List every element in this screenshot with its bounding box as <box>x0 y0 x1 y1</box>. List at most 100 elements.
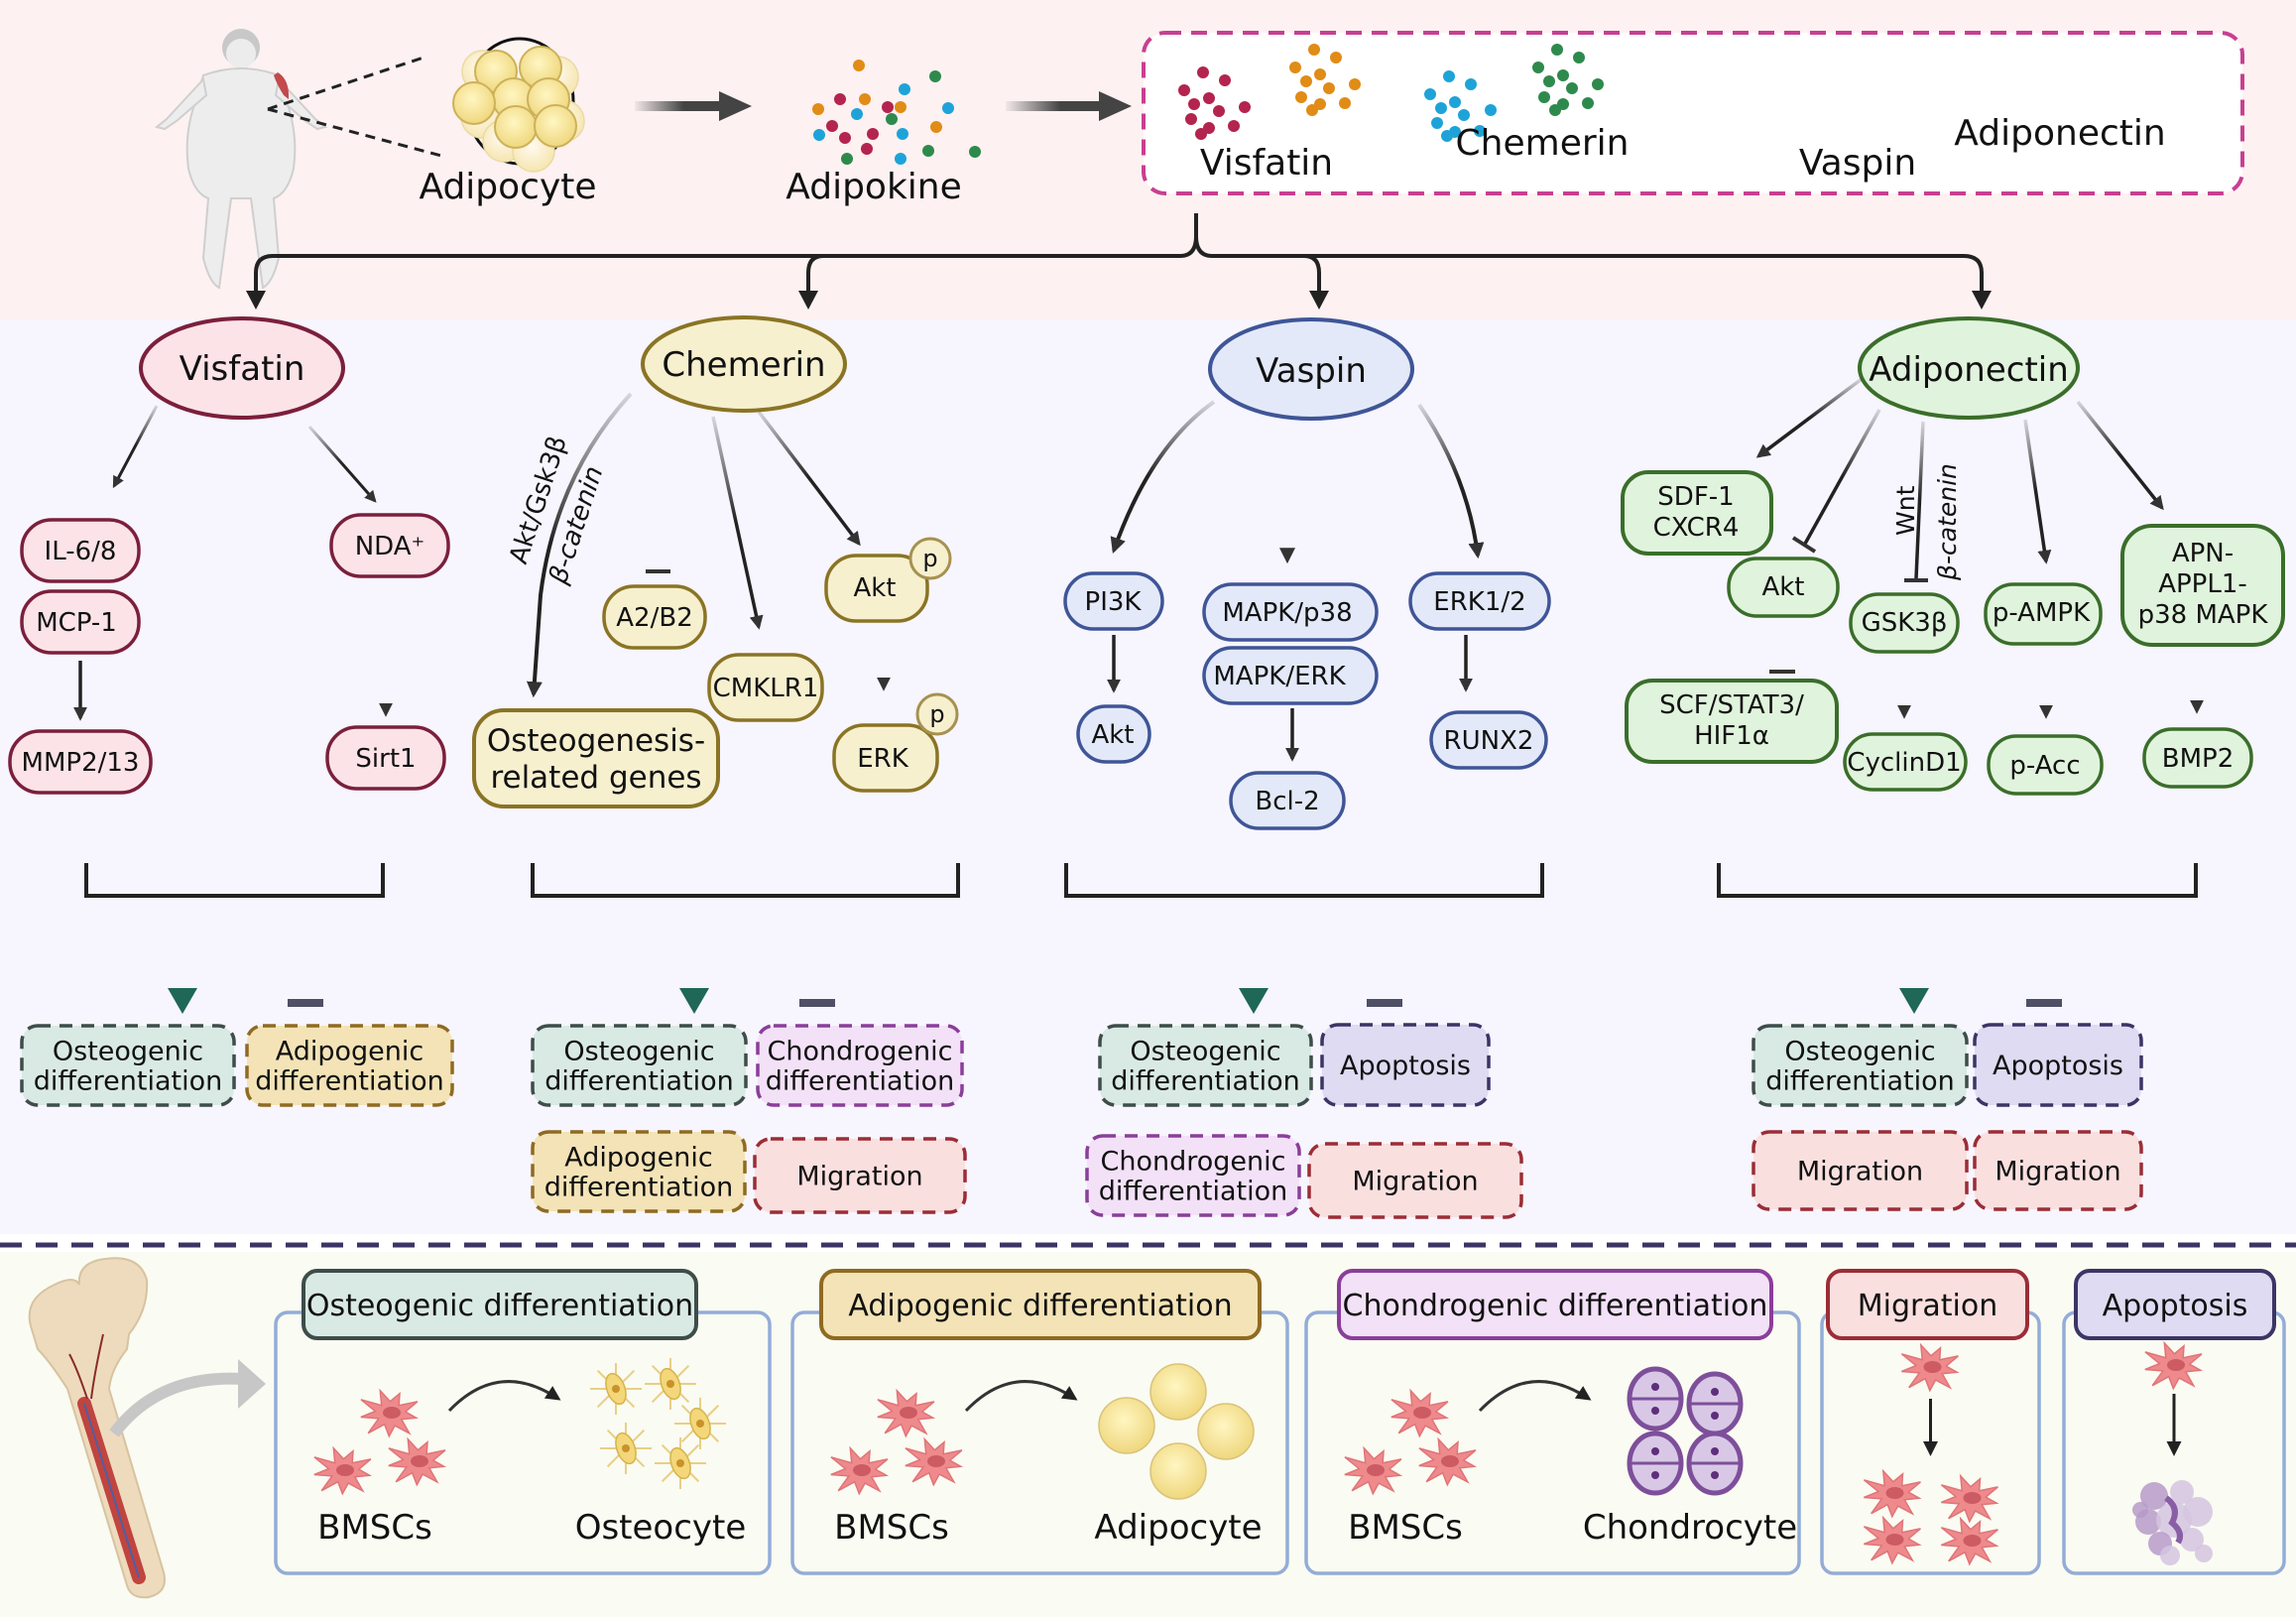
adipokine-type-dot <box>1474 125 1486 137</box>
node-erk-chemerin[interactable] <box>832 723 939 793</box>
outcome-vaspin-apoptosis-label: Apoptosis <box>1340 1051 1471 1081</box>
panel-osteogenic-differentiation-from: BMSCs <box>317 1508 432 1548</box>
node-sdf-1-cxcr4[interactable] <box>1621 470 1773 556</box>
adipokine-type-dot <box>1557 69 1569 81</box>
zoom-lines-icon <box>267 55 442 158</box>
node-akt-adiponectin[interactable] <box>1727 557 1840 618</box>
outcome-adiponectin-migration[interactable]: Migration <box>1752 1130 1969 1211</box>
node-il-6-8[interactable] <box>20 518 141 583</box>
node-p38-mapk-label: p38 MAPK <box>2138 600 2269 630</box>
bone-to-panels-arrowhead <box>238 1359 266 1409</box>
outcome-vaspin-migration[interactable]: Migration <box>1307 1142 1523 1219</box>
visfatin-node[interactable] <box>139 316 345 420</box>
node-cmklr1[interactable] <box>707 653 824 722</box>
chondrocyte-icon <box>1686 1371 1744 1436</box>
node-apn-appl1-p38[interactable] <box>2120 524 2285 647</box>
adipocyte-icon <box>1149 1363 1207 1421</box>
panel-header <box>2074 1269 2276 1340</box>
node-akt-vaspin[interactable] <box>1076 704 1151 764</box>
node-mmp2-13[interactable] <box>8 729 153 795</box>
adipokine-type-dot <box>1219 74 1231 86</box>
visfatin-pathway: Visfatin IL-6/8 MCP-1 MMP2/13 NDA⁺ Sirt1 <box>8 316 450 795</box>
adipokine-type-dot <box>1349 78 1361 90</box>
chemerin-node[interactable] <box>641 315 847 413</box>
cell-nucleus <box>383 1407 401 1419</box>
node-mmp2-13-label: MMP2/13 <box>22 748 140 778</box>
outcome-adiponectin-migration-label: Migration <box>1797 1156 1923 1186</box>
osteocyte-icon <box>600 1423 652 1474</box>
panel-apoptosis-title: Apoptosis <box>2103 1289 2248 1323</box>
adiponectin-node[interactable] <box>1858 316 2080 420</box>
outcome-adiponectin-migration[interactable]: Migration <box>1973 1130 2143 1211</box>
node-sdf-1-label: SDF-1 <box>1657 482 1734 512</box>
node-pi3k[interactable] <box>1063 571 1164 631</box>
chemerin-title: Chemerin <box>662 345 825 385</box>
node-nda-label: NDA⁺ <box>355 532 425 561</box>
cell-nucleus <box>336 1464 354 1476</box>
adipocyte-icon <box>1098 1397 1155 1454</box>
adipokine-type-dot <box>1551 44 1563 56</box>
outcome-adiponectin-apoptosis-label: Apoptosis <box>1993 1051 2123 1081</box>
adipokine-type-dot <box>1592 78 1604 90</box>
arrow-head-1 <box>719 91 752 121</box>
node-osteogenesis-genes[interactable] <box>472 708 720 808</box>
phospho-badge-erk <box>915 692 959 736</box>
pathway-bracket <box>84 863 385 898</box>
node-mcp-1[interactable] <box>20 589 141 655</box>
adipokine-dot <box>899 83 910 95</box>
adipokine-label: Adipokine <box>785 167 962 207</box>
outcome-vaspin-chondrogenic-label-line2: differentiation <box>1099 1177 1287 1207</box>
outcome-vaspin-apoptosis[interactable]: Apoptosis <box>1320 1023 1491 1107</box>
outcome-chemerin-migration[interactable]: Migration <box>753 1137 967 1214</box>
node-akt-vaspin-label: Akt <box>1091 720 1134 750</box>
node-il-6-8-label: IL-6/8 <box>45 537 117 566</box>
adipokine-dot <box>813 129 825 141</box>
node-runx2[interactable] <box>1429 710 1548 770</box>
node-gsk3b[interactable] <box>1849 592 1960 654</box>
node-akt-chemerin[interactable] <box>824 554 929 623</box>
node-scf-stat3-hif1a[interactable] <box>1625 679 1839 764</box>
node-cxcr4-label: CXCR4 <box>1653 513 1740 543</box>
outcome-adiponectin-apoptosis[interactable]: Apoptosis <box>1973 1023 2143 1107</box>
node-bmp2[interactable] <box>2142 727 2253 789</box>
node-p-acc[interactable] <box>1987 734 2104 796</box>
outcome-visfatin-adipogenic-label-line1: Adipogenic <box>276 1036 424 1066</box>
node-a2-b2[interactable] <box>602 584 707 650</box>
arrow-adipocyte-to-adipokine <box>635 101 724 111</box>
node-bcl-2[interactable] <box>1229 771 1346 830</box>
cell-nucleus <box>1441 1455 1459 1467</box>
node-appl1-label: APPL1- <box>2158 569 2247 599</box>
cell-nucleus <box>1413 1407 1431 1419</box>
node-p-ampk[interactable] <box>1984 582 2103 646</box>
outcome-chemerin-chondrogenic-label-line2: differentiation <box>766 1066 954 1097</box>
node-sirt1[interactable] <box>325 725 446 791</box>
inhibit-bar-head <box>799 999 835 1007</box>
vaspin-node[interactable] <box>1208 317 1414 421</box>
node-osteogenesis-genes-line1: Osteogenesis- <box>487 723 705 759</box>
node-erk1-2[interactable] <box>1408 571 1551 631</box>
adipokine-type-dot <box>1188 98 1200 110</box>
adipokine-type-dot <box>1295 91 1307 103</box>
visfatin-title: Visfatin <box>180 349 305 389</box>
node-mapk-erk[interactable] <box>1202 646 1379 705</box>
node-erk-chemerin-label: ERK <box>857 744 908 774</box>
outcome-chemerin-migration-label: Migration <box>796 1161 922 1191</box>
adipokine-type-dot <box>1549 104 1561 116</box>
node-mapk-p38[interactable] <box>1202 582 1379 642</box>
node-p-ampk-label: p-AMPK <box>1993 598 2091 628</box>
cell-nucleus <box>927 1455 945 1467</box>
differentiation-arrow <box>964 1380 1078 1413</box>
adipokine-type-dot <box>1178 84 1190 96</box>
node-cyclind1[interactable] <box>1843 732 1968 792</box>
node-nda[interactable] <box>329 513 450 578</box>
